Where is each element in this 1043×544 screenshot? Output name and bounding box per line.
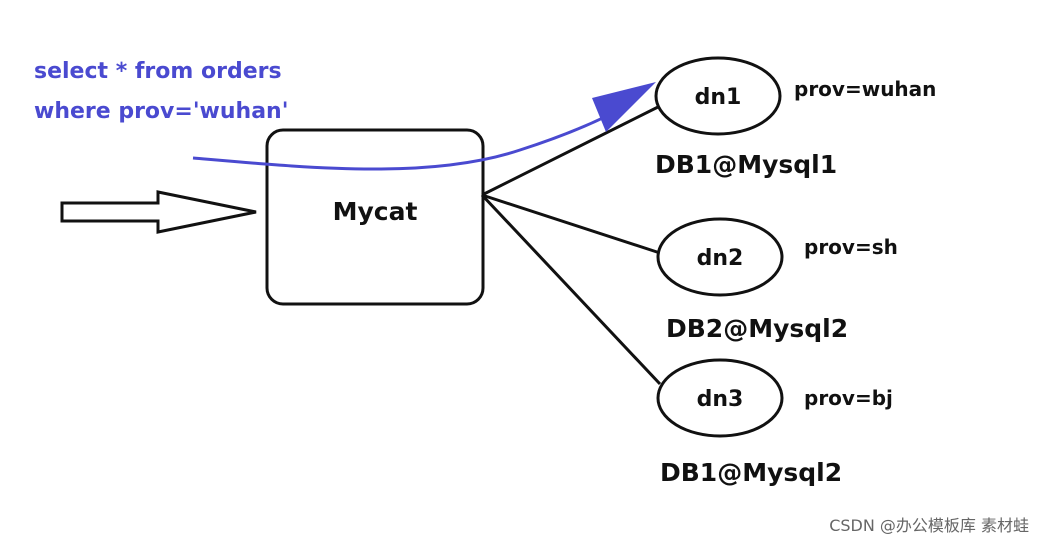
node-dn1-db: DB1@Mysql1 [655,150,837,179]
node-dn1-label: dn1 [695,85,742,110]
mycat-label: Mycat [333,197,418,226]
input-arrow [60,190,257,234]
watermark: CSDN @办公模板库 素材蛙 [829,516,1029,535]
routing-curve [192,102,631,171]
node-dn3-label: dn3 [697,387,744,412]
connector-dn2 [481,193,661,255]
query-line-2: where prov='wuhan' [34,99,288,124]
node-dn1-prov: prov=wuhan [794,77,936,101]
node-dn2-prov: prov=sh [804,235,898,259]
node-dn3-db: DB1@Mysql2 [660,458,842,487]
node-dn3 [656,358,784,438]
mycat-box [265,128,485,306]
connector-dn3 [480,193,662,386]
routing-arrowhead [592,82,656,132]
node-dn2-label: dn2 [697,246,744,271]
connector-dn1 [481,104,661,197]
node-dn3-prov: prov=bj [804,386,893,410]
node-dn2 [656,217,784,297]
node-dn1 [654,56,782,136]
query-line-1: select * from orders [34,59,282,84]
node-dn2-db: DB2@Mysql2 [666,314,848,343]
